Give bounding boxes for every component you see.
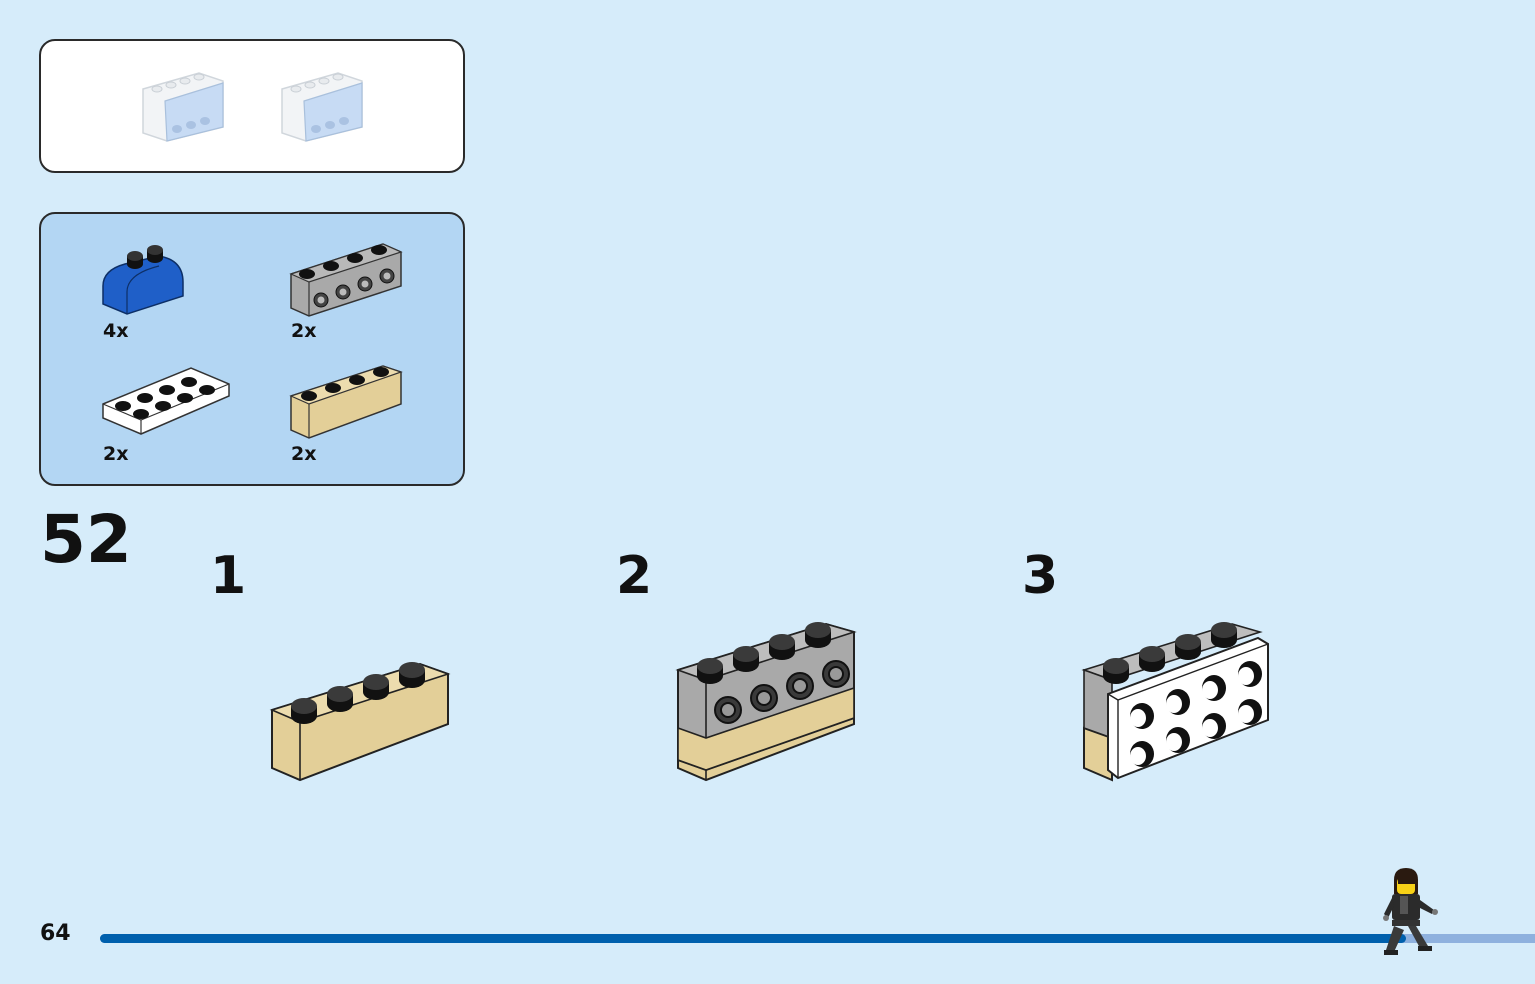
preview-assembly-left	[142, 72, 224, 142]
substep-number: 2	[616, 546, 653, 606]
submodel-preview-box	[39, 39, 465, 173]
parts-list-box: 4x 2x 2x 2x	[39, 212, 465, 486]
part-quantity: 4x	[103, 320, 129, 342]
substep-number: 1	[210, 546, 247, 606]
minifigure-icon	[1383, 868, 1438, 955]
part-quantity: 2x	[291, 320, 317, 342]
white-plate-icon	[102, 367, 230, 435]
blue-curved-brick-icon	[102, 245, 184, 315]
substep-1-tan-brick	[269, 662, 451, 782]
step-number: 52	[40, 501, 132, 578]
part-quantity: 2x	[291, 443, 317, 465]
substep-number: 3	[1022, 546, 1059, 606]
preview-assembly-right	[281, 72, 363, 142]
progress-bar-fill	[100, 934, 1406, 943]
part-quantity: 2x	[103, 443, 129, 465]
substep-3-assembly	[1081, 622, 1269, 782]
grey-side-stud-brick-icon	[289, 243, 403, 317]
substep-2-assembly	[675, 622, 857, 782]
page-number: 64	[40, 921, 71, 946]
tan-brick-icon	[289, 365, 403, 439]
